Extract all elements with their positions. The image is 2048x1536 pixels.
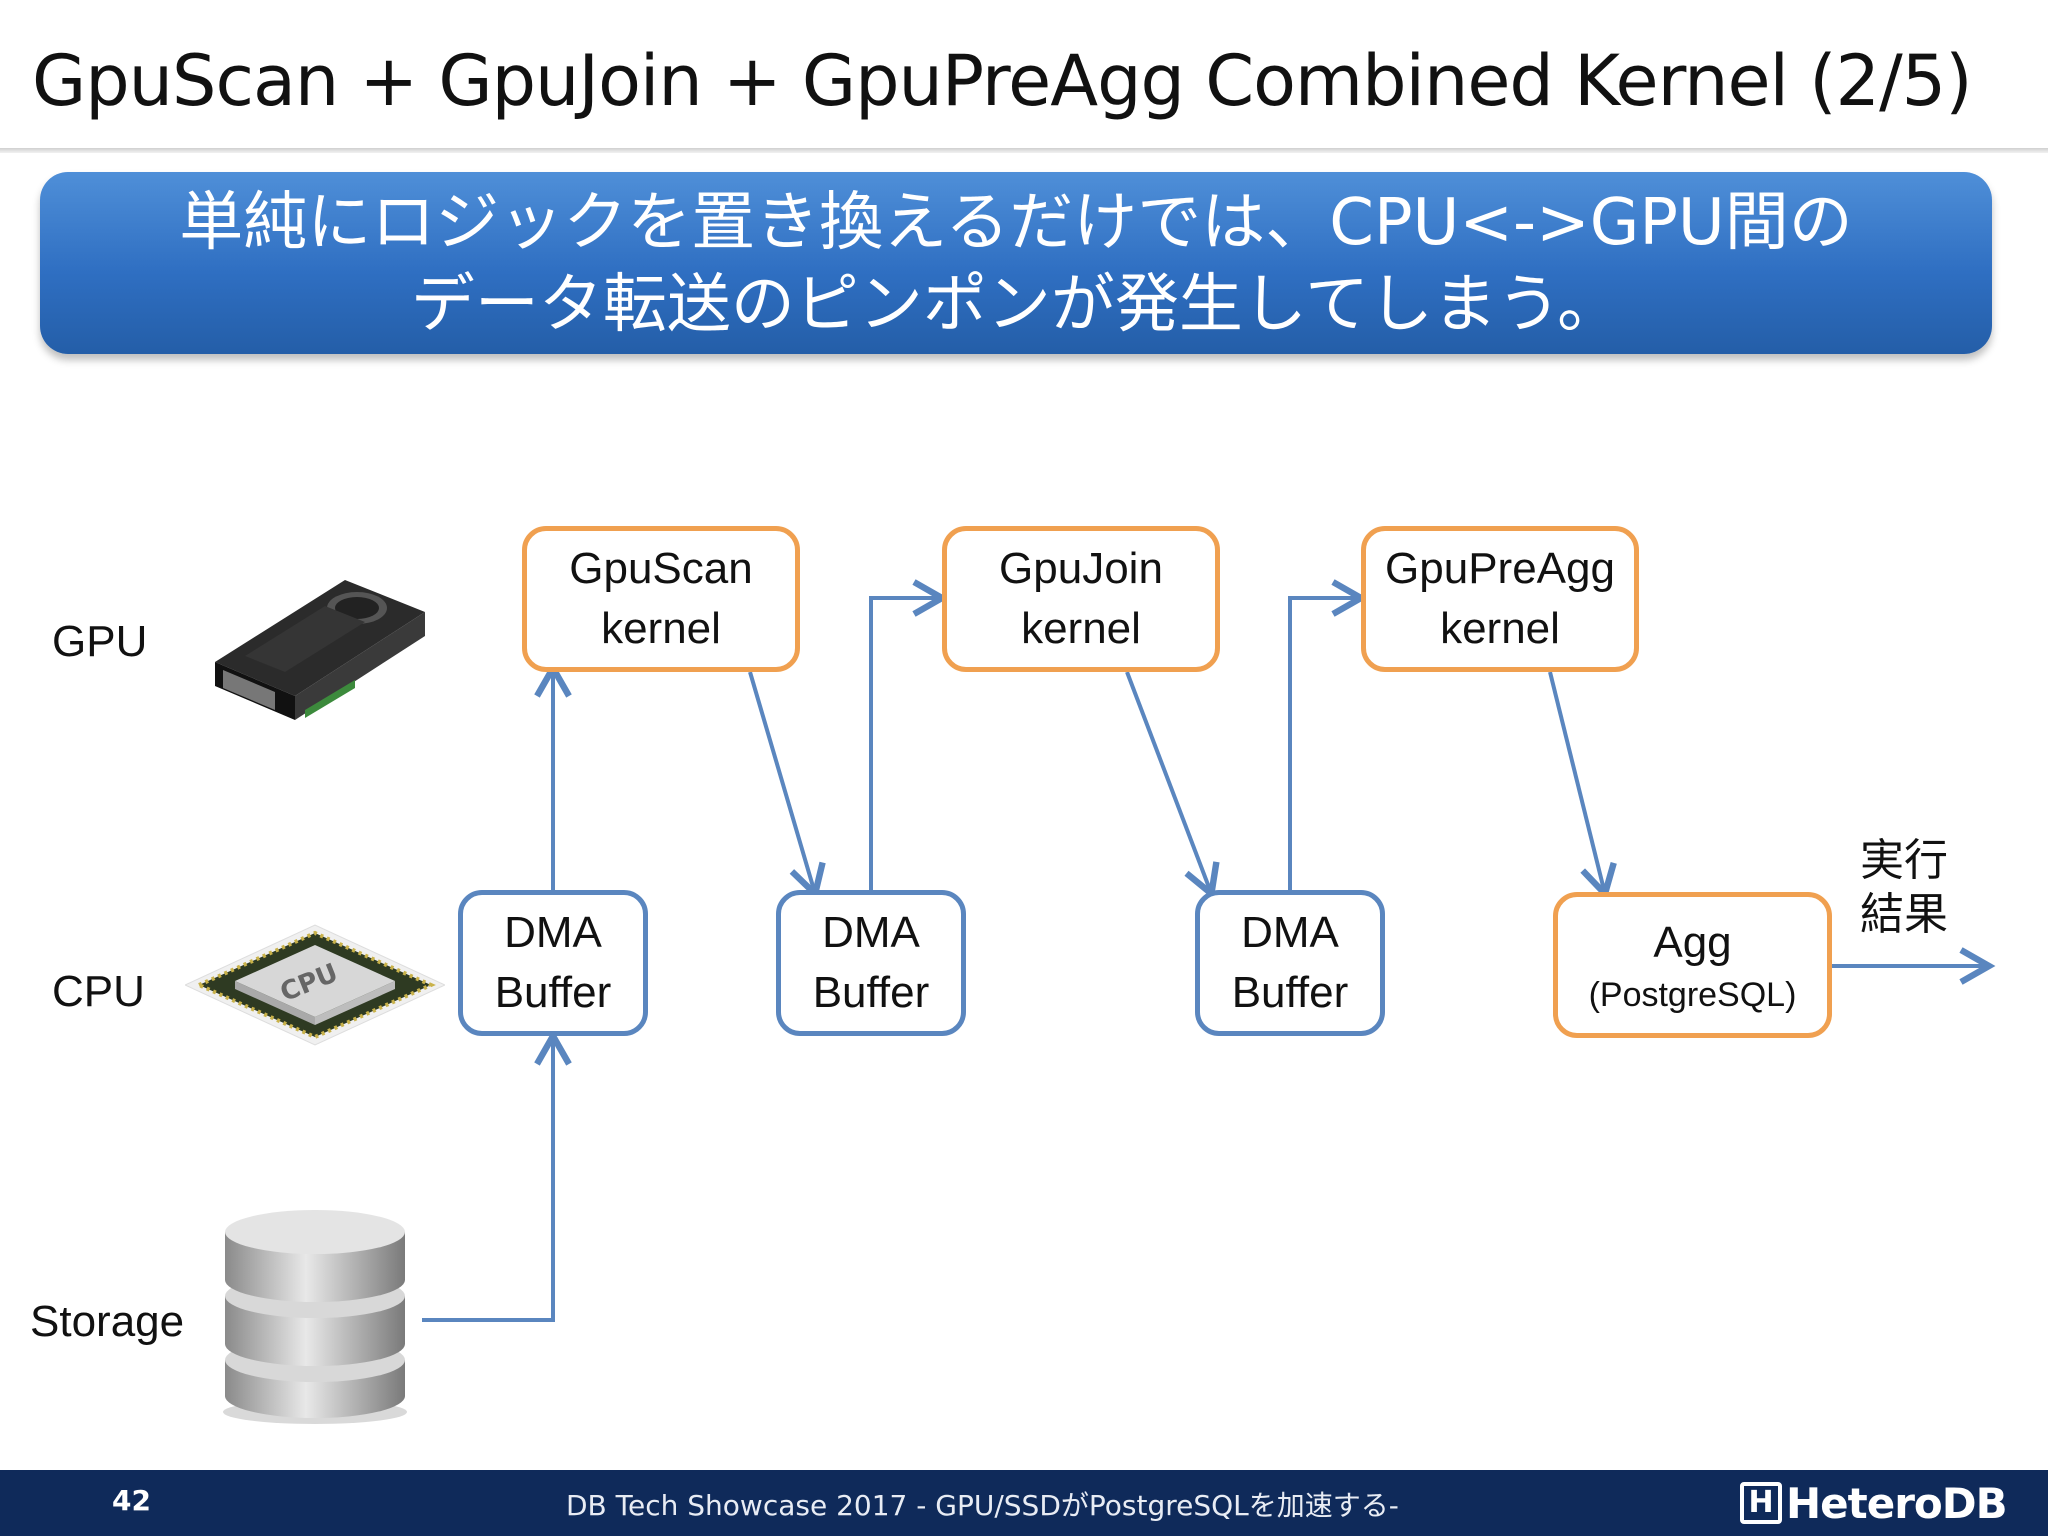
buffer-label: Buffer [494,968,612,1017]
slide-title: GpuScan + GpuJoin + GpuPreAgg Combined K… [32,40,1973,122]
dma-buffer-box-1: DMA Buffer [458,890,648,1036]
event-name: DB Tech Showcase 2017 - GPU/SSDがPostgreS… [566,1489,1399,1522]
logo-text: HeteroDB [1786,1478,2008,1528]
agg-label: Agg [1653,918,1732,967]
buffer-label: DMA [822,908,920,957]
arrow-gpujoin-to-buffer3 [1125,671,1220,900]
slide-footer: 42 DB Tech Showcase 2017 - GPU/SSDがPostg… [0,1470,2048,1536]
buffer-label: DMA [504,908,602,957]
buffer-label: DMA [1241,908,1339,957]
dma-buffer-box-3: DMA Buffer [1195,890,1385,1036]
page-number: 42 [112,1484,151,1517]
gpuscan-kernel-box: GpuScan kernel [522,526,800,672]
row-label-cpu: CPU [52,967,145,1016]
result-label-line-2: 結果 [1860,889,1948,940]
cpu-chip-icon: CPU [185,924,445,1046]
agg-sublabel: (PostgreSQL) [1588,976,1797,1014]
kernel-name: GpuJoin [999,544,1163,593]
gpupreagg-kernel-box: GpuPreAgg kernel [1361,526,1639,672]
heterodb-logo: H HeteroDB [1740,1476,2008,1530]
row-label-gpu: GPU [52,617,148,666]
buffer-label: Buffer [1231,968,1349,1017]
arrow-storage-to-buffer1 [422,1029,572,1322]
result-label-line-1: 実行 [1860,835,1948,886]
row-label-storage: Storage [30,1297,185,1346]
arrow-gpupreagg-to-agg [1548,671,1617,901]
kernel-name: GpuScan [569,544,753,593]
agg-postgresql-box: Agg (PostgreSQL) [1553,892,1832,1038]
result-label: 実行 結果 [1860,834,1960,942]
title-divider [0,148,2048,153]
kernel-type: kernel [1021,604,1141,653]
kernel-type: kernel [1440,604,1560,653]
arrow-buffer2-to-gpujoin [869,579,949,890]
database-icon [223,1210,407,1424]
gpujoin-kernel-box: GpuJoin kernel [942,526,1220,672]
banner-line-1: 単純にロジックを置き換えるだけでは、CPU<->GPU間の [179,186,1853,260]
arrow-gpuscan-to-buffer2 [748,671,826,901]
graphics-card-icon [215,580,425,720]
message-banner: 単純にロジックを置き換えるだけでは、CPU<->GPU間の データ転送のピンポン… [40,172,1992,354]
kernel-name: GpuPreAgg [1385,544,1615,593]
kernel-type: kernel [601,604,721,653]
buffer-label: Buffer [812,968,930,1017]
banner-line-2: データ転送のピンポンが発生してしまう。 [410,268,1622,342]
arrow-buffer3-to-gpupreagg [1288,579,1368,890]
heterodb-logo-mark-icon: H [1740,1482,1782,1524]
dma-buffer-box-2: DMA Buffer [776,890,966,1036]
